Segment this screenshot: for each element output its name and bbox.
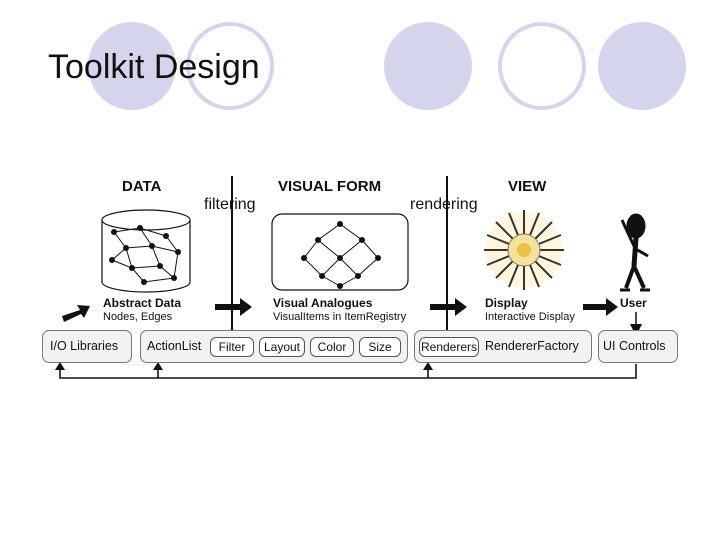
stage-data-header: DATA [122,178,162,195]
filtering-label: filtering [204,196,256,213]
abstract-data-title: Abstract Data [103,296,182,310]
slide-title: Toolkit Design [48,48,260,86]
decor-circle-1 [88,22,176,110]
radial-display-icon [484,210,564,290]
decor-ring-1 [186,22,274,110]
stage-visual-form-header: VISUAL FORM [278,178,382,195]
action-list-label: ActionList [147,339,202,353]
visual-graph-icon [271,213,409,291]
size-box: Size [359,337,401,357]
feedback-arrowheads [55,362,433,370]
abstract-data-subtitle: Nodes, Edges [103,311,173,323]
user-icon [620,213,650,292]
stage-view-header: VIEW [508,178,547,195]
flow-arrow [62,298,618,322]
decor-ring-2 [498,22,586,110]
display-title: Display [485,296,528,310]
ui-controls-box [598,330,678,363]
ui-controls-label: UI Controls [603,339,666,353]
decor-circle-2 [384,22,472,110]
display-subtitle: Interactive Display [485,311,575,323]
io-libraries-label: I/O Libraries [50,339,119,353]
color-box: Color [310,337,354,357]
layout-box: Layout [259,337,305,357]
database-icon [101,209,191,293]
feedback-loop [59,364,637,379]
rendering-label: rendering [410,196,478,213]
io-libraries-box [42,330,132,363]
user-title: User [620,296,647,310]
decor-circle-3 [598,22,686,110]
renderers-box: Renderers [419,337,479,357]
renderer-factory-label: RendererFactory [485,339,579,353]
visual-analogues-title: Visual Analogues [273,296,373,310]
filter-box: Filter [210,337,254,357]
visual-analogues-subtitle: VisualItems in ItemRegistry [273,311,407,323]
